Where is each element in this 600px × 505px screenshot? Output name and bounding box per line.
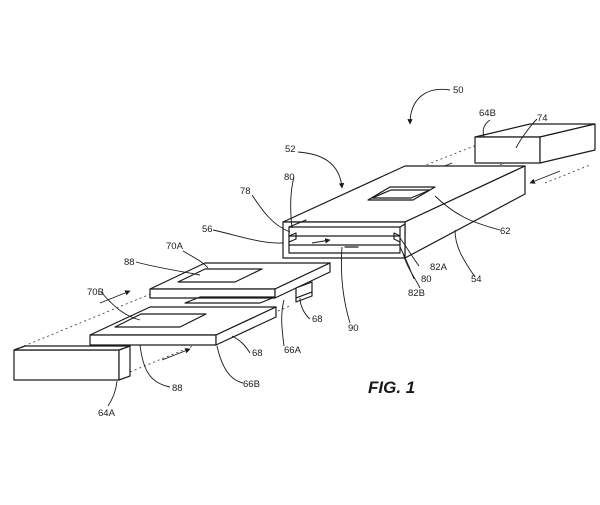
label-90: 90 [348, 323, 359, 334]
label-82a: 82A [430, 262, 448, 273]
end-cap-64a [13, 345, 131, 381]
label-66b: 66B [243, 379, 260, 390]
label-52: 52 [285, 144, 296, 155]
label-88-top: 88 [124, 257, 135, 268]
reference-labels: 50 64B 74 52 80 78 56 62 70A 88 82A 54 8… [87, 85, 548, 419]
tray-66a [149, 262, 331, 303]
label-64b: 64B [479, 108, 496, 119]
label-80-top: 80 [284, 172, 295, 183]
label-64a: 64A [98, 408, 116, 419]
label-56: 56 [202, 224, 213, 235]
label-78: 78 [240, 186, 251, 197]
reference-arrows [297, 88, 451, 189]
label-54: 54 [471, 274, 482, 285]
label-88-bottom: 88 [172, 383, 183, 394]
label-68-top: 68 [312, 314, 323, 325]
housing-54 [282, 165, 526, 259]
leader-lines [100, 118, 538, 407]
end-cap-64b [474, 123, 596, 164]
label-80-bottom: 80 [421, 274, 432, 285]
tray-66b [89, 296, 277, 346]
label-82b: 82B [408, 288, 425, 299]
label-66a: 66A [284, 345, 302, 356]
label-62: 62 [500, 226, 511, 237]
label-68-bottom: 68 [252, 348, 263, 359]
label-70b: 70B [87, 287, 104, 298]
label-70a: 70A [166, 241, 184, 252]
label-74: 74 [537, 113, 548, 124]
figure-title: FIG. 1 [368, 378, 415, 397]
label-50: 50 [453, 85, 464, 96]
